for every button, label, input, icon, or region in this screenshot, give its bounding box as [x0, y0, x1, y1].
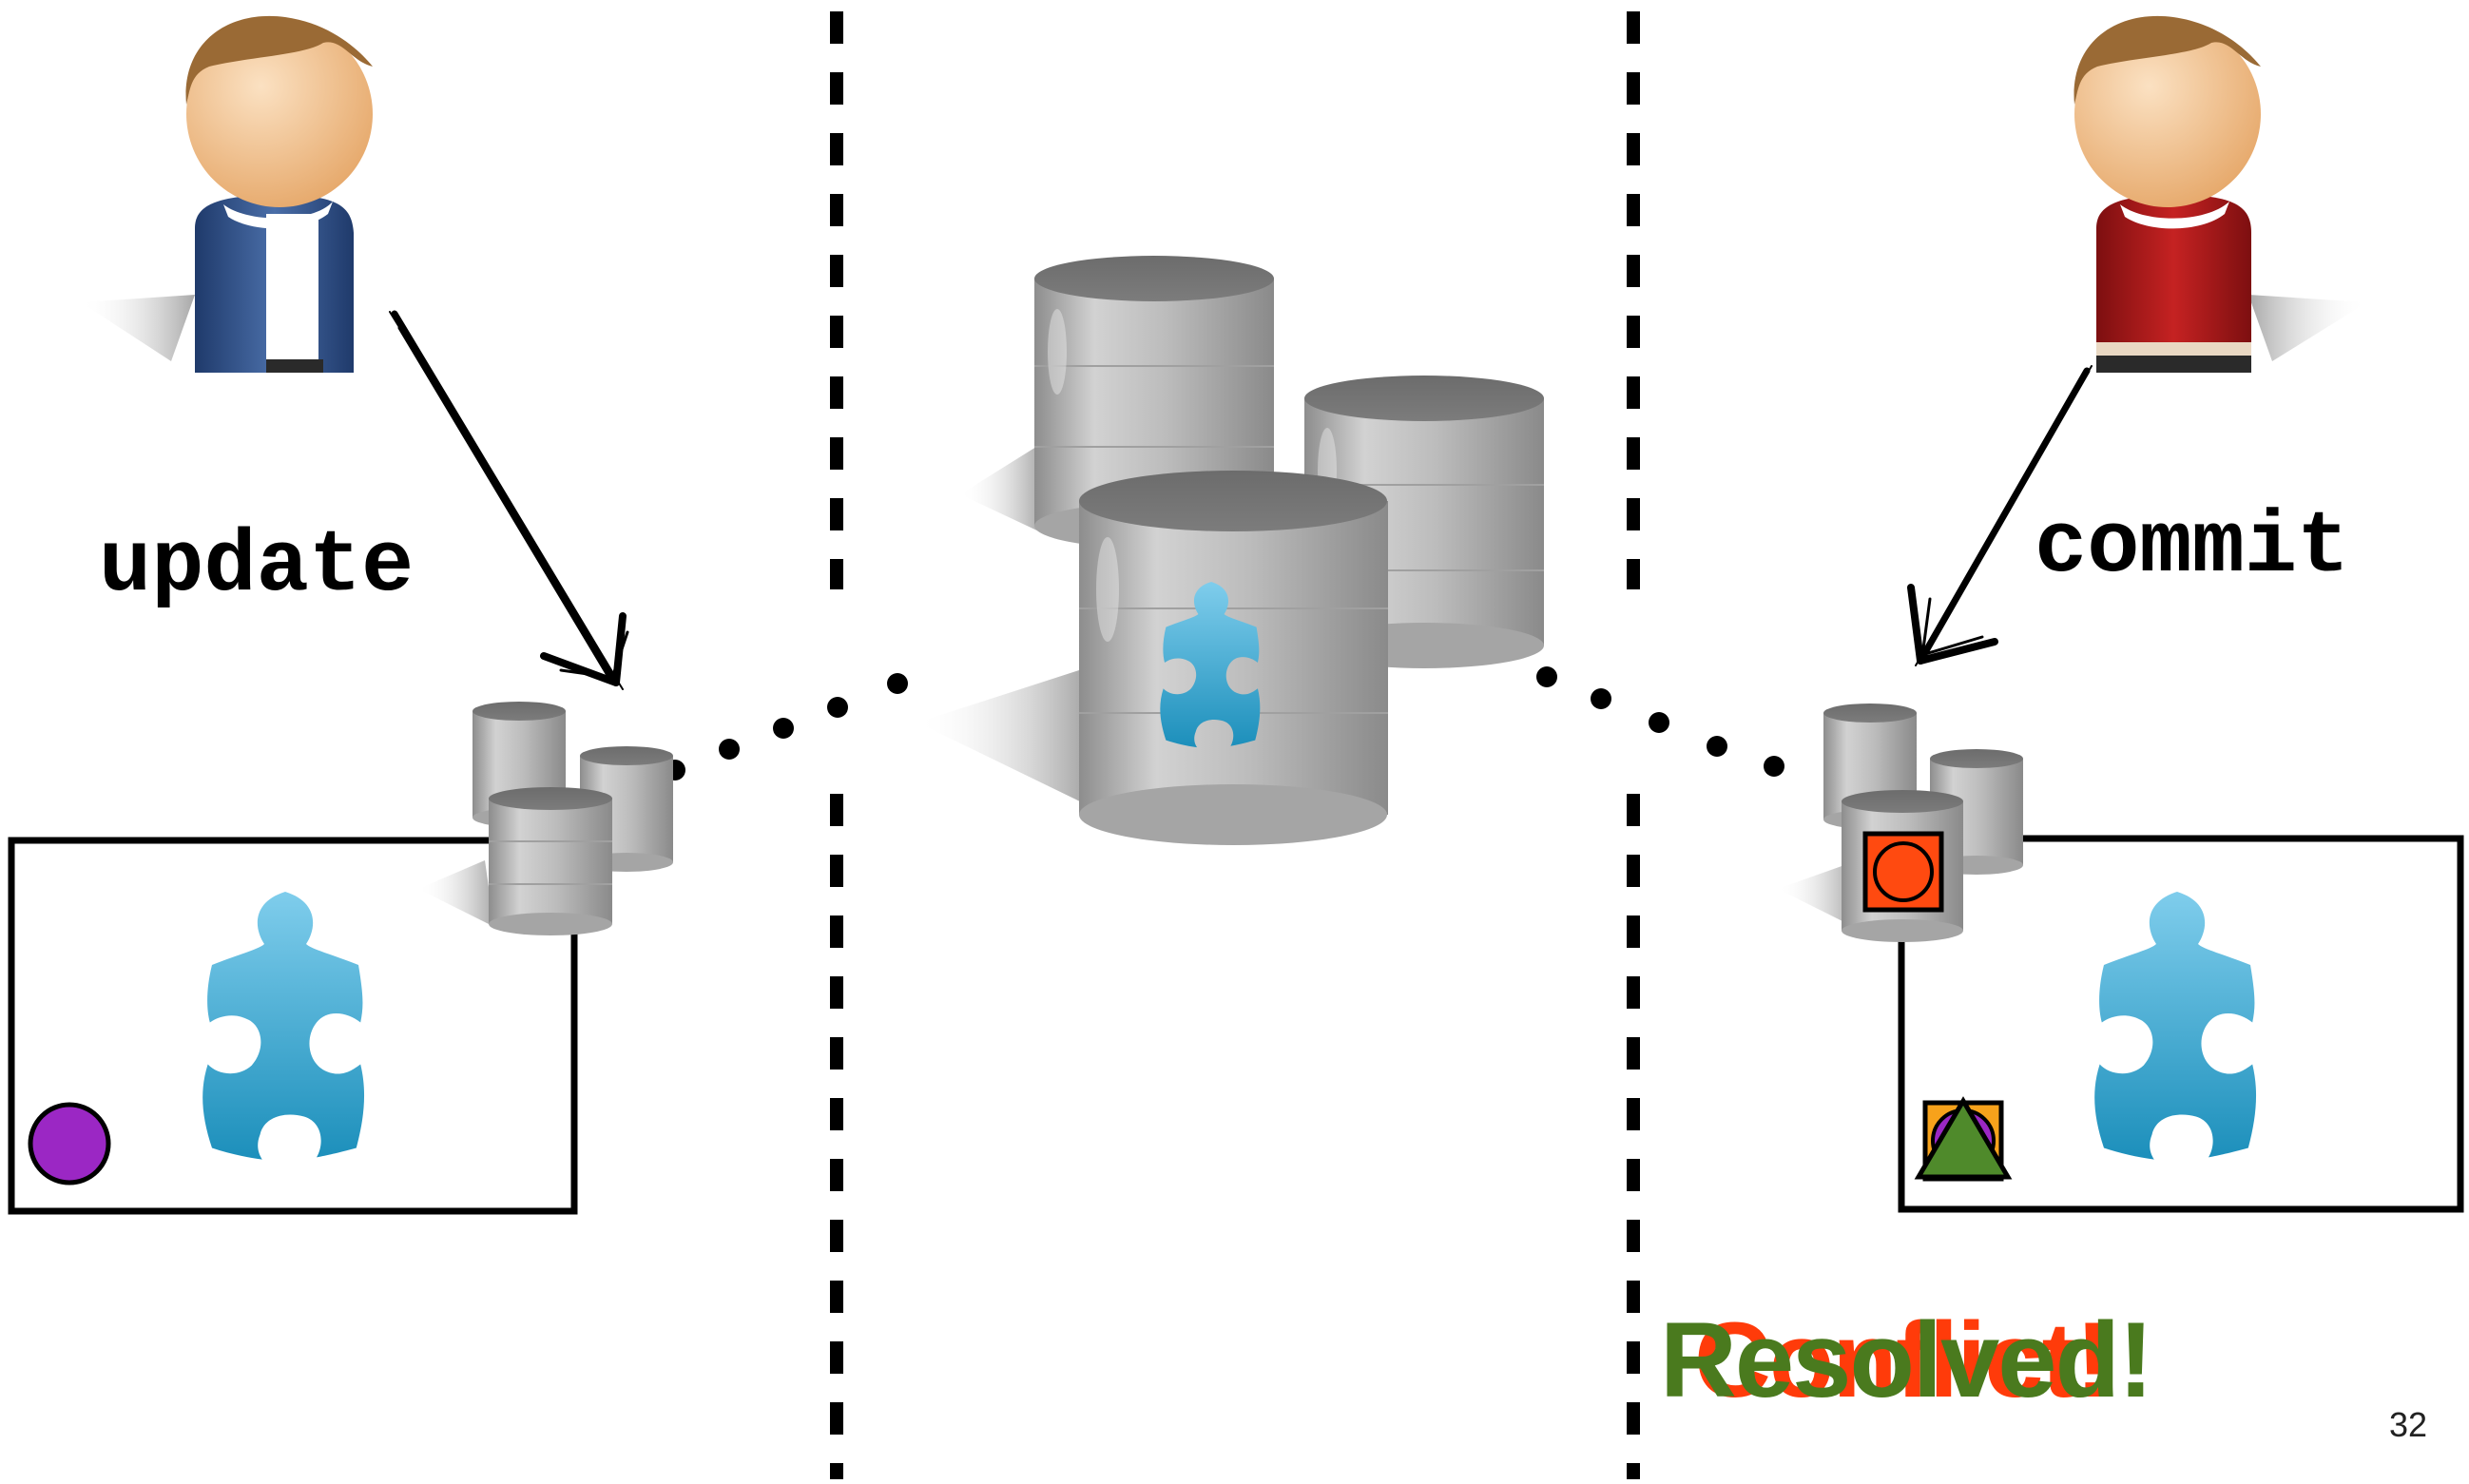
conflict-text: Conflict!	[1694, 1301, 2111, 1419]
right-local-repository-icon	[1778, 703, 2023, 942]
right-working-copy	[1898, 835, 2464, 1213]
commit-arrow	[1907, 365, 2093, 666]
merged-marker-icon	[1914, 1096, 2013, 1182]
resolved-text: Resolved!	[1660, 1301, 2153, 1419]
commit-label: commit	[2035, 497, 2350, 597]
update-arrow	[389, 310, 629, 690]
purple-circle-marker	[28, 1102, 111, 1185]
left-working-copy	[8, 837, 578, 1215]
left-local-repository-icon	[418, 702, 673, 935]
update-label: update	[99, 516, 415, 616]
right-user-icon	[2074, 15, 2367, 373]
server-repository-icon	[917, 256, 1544, 845]
right-working-puzzle-icon	[2094, 892, 2257, 1160]
left-user-icon	[81, 15, 373, 373]
left-working-puzzle-icon	[203, 892, 365, 1160]
connection-right	[1536, 666, 1784, 777]
conflict-marker-icon	[1862, 831, 1944, 913]
connection-left	[665, 673, 908, 781]
slide-number: 32	[2388, 1405, 2427, 1444]
